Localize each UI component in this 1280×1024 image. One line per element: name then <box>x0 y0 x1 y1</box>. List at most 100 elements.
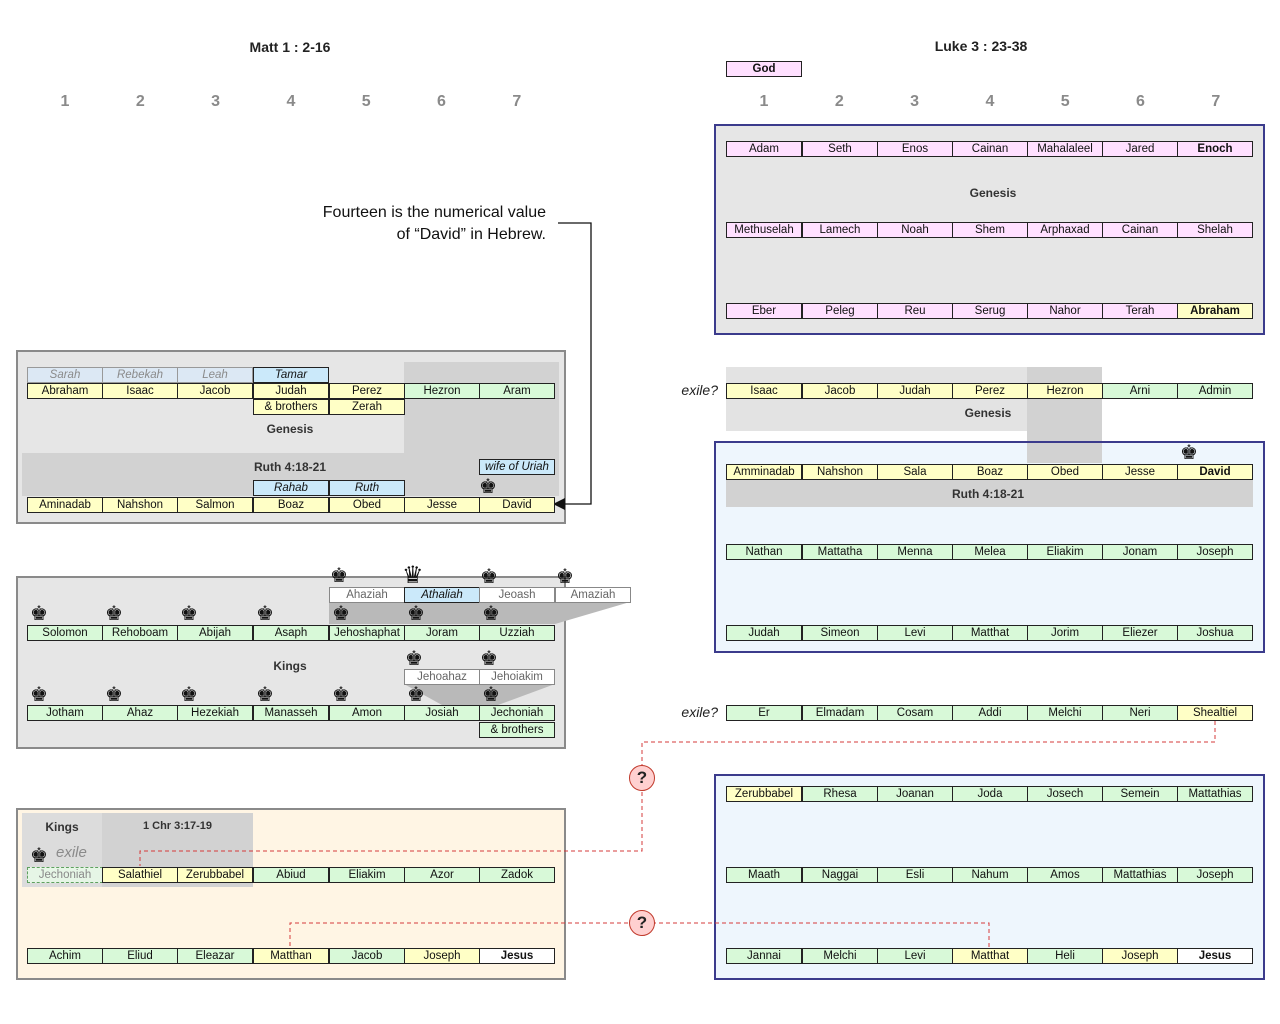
luke-cell: Maath <box>726 867 802 883</box>
luke-cell: Admin <box>1177 383 1253 399</box>
king-crown-icon: ♚ <box>330 565 348 587</box>
king-crown-icon: ♚ <box>405 648 423 670</box>
luke-cell: Judah <box>877 383 953 399</box>
king-cell: Amon <box>329 705 405 721</box>
luke-cell: Joanan <box>877 786 953 802</box>
king-crown-icon: ♚ <box>105 684 123 706</box>
king-crown-icon: ♚ <box>30 684 48 706</box>
queen-crown-icon: ♛ <box>402 562 424 589</box>
king-cell: Ahaz <box>102 705 178 721</box>
king-crown-icon: ♚ <box>180 684 198 706</box>
matt-ruth-cell: Aminadab <box>27 497 103 513</box>
luke-cell: David <box>1177 464 1253 480</box>
luke-cell: Shelah <box>1177 222 1253 238</box>
luke-cell: Neri <box>1102 705 1178 721</box>
column-number: 4 <box>985 93 995 110</box>
brothers-cell: & brothers <box>253 399 329 415</box>
king-crown-icon: ♚ <box>332 684 350 706</box>
matt-ruth-cell: Nahshon <box>102 497 178 513</box>
luke-cell: Serug <box>952 303 1028 319</box>
column-number: 2 <box>135 93 145 110</box>
luke-cell: Peleg <box>802 303 878 319</box>
king-crown-icon: ♚ <box>407 684 425 706</box>
kings-extra-connector-2 <box>404 684 555 705</box>
luke-cell: Enoch <box>1177 141 1253 157</box>
matt-title: Matt 1 : 2-16 <box>249 39 331 55</box>
column-number: 1 <box>60 93 70 110</box>
king-crown-icon: ♚ <box>480 648 498 670</box>
king-crown-icon: ♚ <box>1180 442 1198 464</box>
luke-cell: Eliezer <box>1102 625 1178 641</box>
exile-row-cell: Abiud <box>253 867 329 883</box>
luke-title: Luke 3 : 23-38 <box>934 38 1028 54</box>
matt-ruth-cell: Salmon <box>177 497 253 513</box>
luke-cell: Melchi <box>802 948 878 964</box>
column-number: 7 <box>1211 93 1221 110</box>
matt-genesis-cell: Perez <box>329 383 405 399</box>
luke-cell: Jacob <box>802 383 878 399</box>
luke-cell: Arni <box>1102 383 1178 399</box>
luke-cell: Boaz <box>952 464 1028 480</box>
extra-king-cell: Jehoahaz <box>404 669 480 685</box>
exile-row-cell: Azor <box>404 867 480 883</box>
king-crown-icon: ♚ <box>105 603 123 625</box>
king-cell: Abijah <box>177 625 253 641</box>
luke-cell: Heli <box>1027 948 1103 964</box>
question-marker-1: ? <box>629 765 655 791</box>
luke-cell: Er <box>726 705 802 721</box>
luke-cell: Cainan <box>1102 222 1178 238</box>
king-crown-icon: ♚ <box>180 603 198 625</box>
column-number: 6 <box>1136 93 1145 110</box>
luke-cell: Mattatha <box>802 544 878 560</box>
column-number: 1 <box>759 93 769 110</box>
extra-king-cell: Ahaziah <box>329 587 405 603</box>
king-crown-icon: ♚ <box>556 566 574 588</box>
luke-cell: Rhesa <box>802 786 878 802</box>
matt-ruth-cell: Jesse <box>404 497 480 513</box>
david-arrow-line <box>558 222 592 505</box>
luke-cell: Jesus <box>1177 948 1253 964</box>
extra-king-cell: Athaliah <box>404 587 480 603</box>
shealtiel-link <box>139 721 1216 866</box>
final-row-cell: Jacob <box>329 948 405 964</box>
king-crown-icon: ♚ <box>479 476 497 498</box>
woman-cell: Leah <box>177 367 253 383</box>
exile-row-cell: Eliakim <box>329 867 405 883</box>
luke-cell: Seth <box>802 141 878 157</box>
luke-genesis2-label: Genesis <box>964 406 1012 420</box>
luke-cell: Cainan <box>952 141 1028 157</box>
brothers-cell: & brothers <box>479 722 555 738</box>
luke-cell: Reu <box>877 303 953 319</box>
luke-cell: Levi <box>877 625 953 641</box>
column-number: 5 <box>361 93 371 110</box>
luke-cell: Obed <box>1027 464 1103 480</box>
king-cell: Rehoboam <box>102 625 178 641</box>
luke-cell: Eliakim <box>1027 544 1103 560</box>
king-cell: Asaph <box>253 625 329 641</box>
luke-cell: Jorim <box>1027 625 1103 641</box>
column-number: 5 <box>1060 93 1070 110</box>
final-row-cell: Achim <box>27 948 103 964</box>
column-number: 3 <box>211 93 221 110</box>
luke-cell: Noah <box>877 222 953 238</box>
luke-cell: Nathan <box>726 544 802 560</box>
fourteen-note: Fourteen is the numerical value of “Davi… <box>246 202 546 246</box>
king-crown-icon: ♚ <box>482 684 500 706</box>
luke-cell: Joseph <box>1177 544 1253 560</box>
luke-cell: Mattathias <box>1177 786 1253 802</box>
luke-cell: Josech <box>1027 786 1103 802</box>
extra-king-cell: Amaziah <box>555 587 631 603</box>
luke-cell: Joda <box>952 786 1028 802</box>
extra-king-cell: Jeoash <box>479 587 555 603</box>
king-cell: Hezekiah <box>177 705 253 721</box>
exile-row-cell: Zadok <box>479 867 555 883</box>
matt-genesis-cell: Judah <box>253 383 329 399</box>
luke-cell: Judah <box>726 625 802 641</box>
luke-cell: Melea <box>952 544 1028 560</box>
column-number: 3 <box>910 93 920 110</box>
luke-cell: Levi <box>877 948 953 964</box>
luke-cell: Addi <box>952 705 1028 721</box>
god-cell: God <box>726 61 802 77</box>
matt-ruth-cell: David <box>479 497 555 513</box>
luke-cell: Lamech <box>802 222 878 238</box>
